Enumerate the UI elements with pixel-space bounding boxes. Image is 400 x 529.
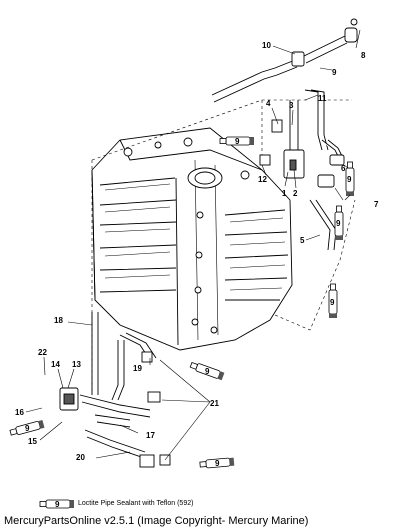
callout-22: 22 xyxy=(38,348,47,357)
dashed-outline xyxy=(91,99,356,390)
callout-4: 4 xyxy=(266,99,271,108)
callout-7: 7 xyxy=(374,200,379,209)
callout-2: 2 xyxy=(293,189,298,198)
callout-12: 12 xyxy=(258,175,267,184)
callout-13: 13 xyxy=(72,360,81,369)
lower-hose-assembly xyxy=(59,312,171,468)
tube-marking: 9 xyxy=(347,175,352,184)
callout-19: 19 xyxy=(133,364,142,373)
callout-18: 18 xyxy=(54,316,63,325)
footer-copyright: MercuryPartsOnline v2.5.1 (Image Copyrig… xyxy=(4,515,309,527)
upper-hose-assembly xyxy=(211,18,358,251)
callout-20: 20 xyxy=(76,453,85,462)
callout-14: 14 xyxy=(51,360,60,369)
engine-block xyxy=(91,127,293,351)
callout-21: 21 xyxy=(210,399,219,408)
callout-5: 5 xyxy=(300,236,305,245)
callout-9: 9 xyxy=(332,68,337,77)
tube-marking: 9 xyxy=(330,298,335,307)
callout-8: 8 xyxy=(361,51,366,60)
callout-16: 16 xyxy=(15,408,24,417)
callout-17: 17 xyxy=(146,431,155,440)
callout-3: 3 xyxy=(289,101,294,110)
callout-15: 15 xyxy=(28,437,37,446)
callout-6: 6 xyxy=(341,164,346,173)
leader-lines xyxy=(25,29,361,461)
tube-marking: 9 xyxy=(215,459,220,468)
callout-1: 1 xyxy=(282,189,287,198)
callout-11: 11 xyxy=(318,94,327,103)
sealant-legend-text: Loctite Pipe Sealant with Teflon (592) xyxy=(78,500,194,507)
tube-marking: 9 xyxy=(55,500,60,509)
tube-marking: 9 xyxy=(205,367,210,376)
tube-marking: 9 xyxy=(235,137,240,146)
callout-10: 10 xyxy=(262,41,271,50)
tube-marking: 9 xyxy=(336,219,341,228)
tube-marking: 9 xyxy=(25,424,30,433)
